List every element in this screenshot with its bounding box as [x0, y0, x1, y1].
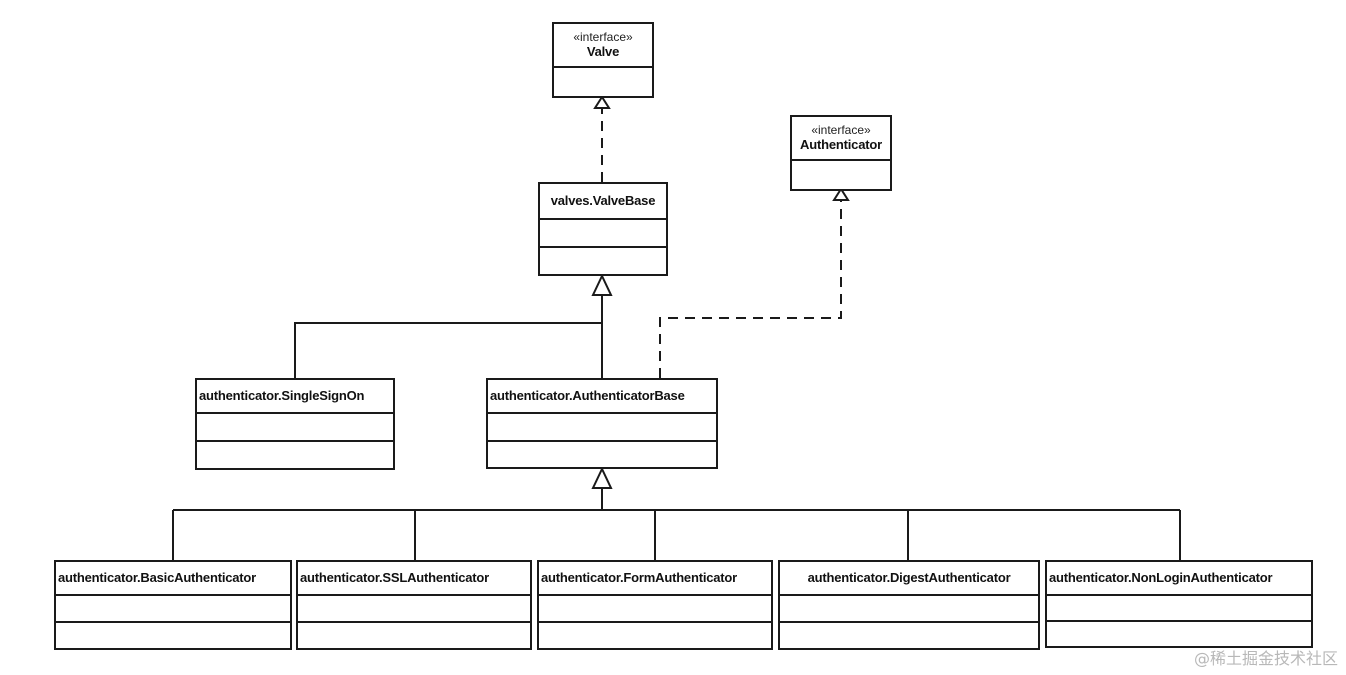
name-compartment: authenticator.DigestAuthenticator — [780, 562, 1038, 596]
class-name-valvebase: valves.ValveBase — [550, 193, 656, 208]
class-digestauthenticator: authenticator.DigestAuthenticator — [778, 560, 1040, 650]
name-compartment: authenticator.BasicAuthenticator — [56, 562, 290, 596]
generalization-arrowhead-valvebase — [591, 273, 613, 296]
class-authenticator-interface: «interface» Authenticator — [790, 115, 892, 191]
operations-compartment — [56, 621, 290, 648]
name-compartment: «interface» Valve — [554, 24, 652, 68]
class-valvebase: valves.ValveBase — [538, 182, 668, 276]
class-name-authenticator: Authenticator — [800, 137, 882, 152]
operations-compartment — [488, 439, 716, 468]
attributes-compartment — [539, 596, 771, 621]
class-singlesignon: authenticator.SingleSignOn — [195, 378, 395, 470]
attributes-compartment — [298, 596, 530, 621]
attributes-compartment — [197, 414, 393, 440]
class-name-formauthenticator: authenticator.FormAuthenticator — [541, 570, 738, 585]
name-compartment: valves.ValveBase — [540, 184, 666, 220]
class-name-authenticatorbase: authenticator.AuthenticatorBase — [490, 388, 685, 403]
attributes-compartment — [1047, 596, 1311, 620]
class-name-singlesignon: authenticator.SingleSignOn — [199, 388, 365, 403]
name-compartment: authenticator.AuthenticatorBase — [488, 380, 716, 414]
class-name-digestauthenticator: authenticator.DigestAuthenticator — [807, 570, 1011, 585]
class-sslauthenticator: authenticator.SSLAuthenticator — [296, 560, 532, 650]
name-compartment: authenticator.NonLoginAuthenticator — [1047, 562, 1311, 596]
class-valve-interface: «interface» Valve — [552, 22, 654, 98]
attributes-compartment — [792, 161, 890, 189]
operations-compartment — [1047, 620, 1311, 646]
generalization-line-singlesignon-valvebase — [294, 322, 602, 378]
realization-arrowhead-valve — [593, 95, 611, 109]
class-formauthenticator: authenticator.FormAuthenticator — [537, 560, 773, 650]
class-name-sslauthenticator: authenticator.SSLAuthenticator — [300, 570, 490, 585]
attributes-compartment — [56, 596, 290, 621]
name-compartment: «interface» Authenticator — [792, 117, 890, 161]
attributes-compartment — [554, 68, 652, 96]
realization-line-authbase-authenticator — [659, 200, 842, 378]
name-compartment: authenticator.FormAuthenticator — [539, 562, 771, 596]
attributes-compartment — [780, 596, 1038, 621]
operations-compartment — [197, 440, 393, 468]
operations-compartment — [298, 621, 530, 648]
class-name-basicauthenticator: authenticator.BasicAuthenticator — [58, 570, 257, 585]
class-basicauthenticator: authenticator.BasicAuthenticator — [54, 560, 292, 650]
realization-arrowhead-authenticator — [832, 187, 850, 201]
operations-compartment — [539, 621, 771, 648]
operations-compartment — [780, 621, 1038, 648]
watermark: @稀土掘金技术社区 — [1193, 649, 1338, 668]
stereotype-label: «interface» — [573, 30, 633, 44]
operations-compartment — [540, 246, 666, 274]
stereotype-label: «interface» — [811, 123, 871, 137]
name-compartment: authenticator.SingleSignOn — [197, 380, 393, 414]
class-name-valve: Valve — [586, 44, 620, 59]
name-compartment: authenticator.SSLAuthenticator — [298, 562, 530, 596]
class-name-nonloginauthenticator: authenticator.NonLoginAuthenticator — [1049, 570, 1273, 585]
class-nonloginauthenticator: authenticator.NonLoginAuthenticator — [1045, 560, 1313, 648]
attributes-compartment — [540, 220, 666, 246]
generalization-arrowhead-authbase — [591, 466, 613, 489]
attributes-compartment — [488, 414, 716, 440]
class-authenticatorbase: authenticator.AuthenticatorBase — [486, 378, 718, 469]
